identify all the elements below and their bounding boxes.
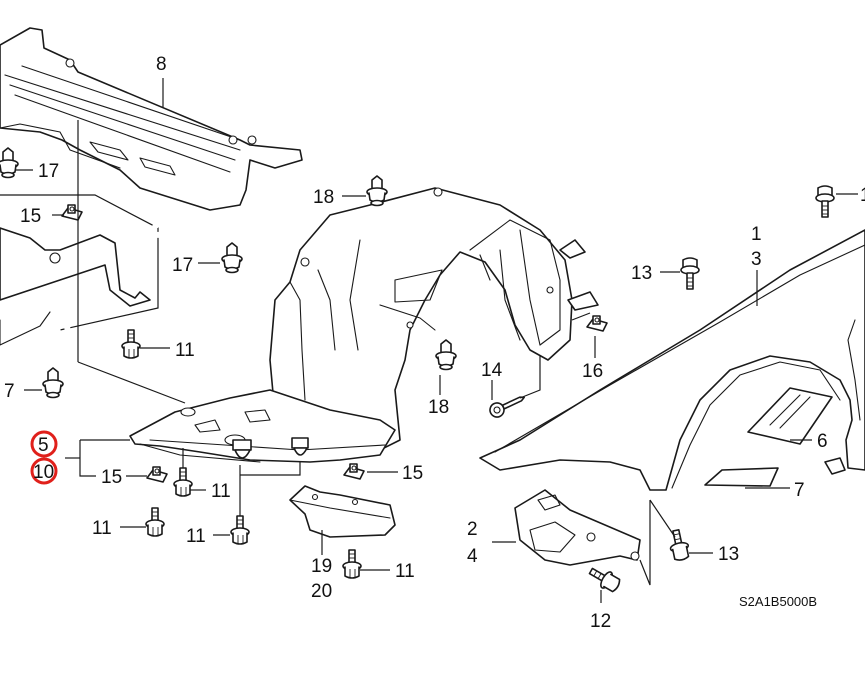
callout-11[interactable]: 11 [92,518,112,539]
callout-20[interactable]: 20 [311,581,332,602]
fastener-clipnut-15c [343,463,365,480]
callout-17[interactable]: 17 [172,255,193,276]
fastener-clip-7a [42,367,64,399]
fastener-bolt-11d [230,515,250,545]
diagram-code: S2A1B5000B [739,594,817,609]
callout-15[interactable]: 15 [402,463,423,484]
inner-fender [269,187,599,451]
callout-3[interactable]: 3 [751,249,762,270]
callout-14[interactable]: 14 [481,360,503,381]
fender-bracket [514,489,641,566]
callout-1[interactable]: 1 [751,224,762,245]
fastener-clipnut-15a [61,204,83,221]
highlight-ring-10 [30,457,58,485]
callout-11[interactable]: 11 [211,481,231,502]
callout-19[interactable]: 19 [311,556,332,577]
callout-10[interactable]: 10 [33,462,54,483]
fastener-clipnut-15b [146,466,168,483]
leader-lines [16,78,858,603]
splash-shield [129,389,396,463]
callout-11[interactable]: 11 [186,526,206,547]
callout-11[interactable]: 11 [175,340,195,361]
callout-13[interactable]: 13 [718,544,739,565]
boundary-line [0,194,159,331]
callout-8[interactable]: 8 [156,54,167,75]
fastener-clip-17a [0,147,19,179]
highlight-ring-5 [30,430,58,458]
left-bracket [0,227,151,346]
callout-5[interactable]: 5 [38,435,49,456]
fastener-bolt-13b [815,185,835,218]
fastener-bolt-11e [342,549,362,579]
callout-13-cut[interactable]: 1 [860,185,865,206]
callout-4[interactable]: 4 [467,546,478,567]
fastener-bolt-13c [669,529,690,561]
callout-18[interactable]: 18 [428,397,449,418]
callout-16[interactable]: 16 [582,361,603,382]
callout-2[interactable]: 2 [467,519,478,540]
callout-17[interactable]: 17 [38,161,59,182]
fastener-clip-18b [435,339,457,371]
insulator-7 [704,467,779,487]
fastener-bolt-11a [121,329,141,359]
insulator-6 [747,387,833,445]
callout-11[interactable]: 11 [395,561,415,582]
callout-15[interactable]: 15 [101,467,122,488]
callout-6[interactable]: 6 [817,431,828,452]
bracket-19 [289,485,396,538]
fastener-bolt-11b [173,467,193,497]
fastener-clip-17b [221,242,243,274]
callout-18[interactable]: 18 [313,187,334,208]
callout-15[interactable]: 15 [20,206,41,227]
front-fender [479,229,865,491]
fastener-bolt-11c [145,507,165,537]
fastener-screw-14 [489,396,525,418]
fastener-clipnut-16 [586,315,608,332]
callout-13[interactable]: 13 [631,263,652,284]
fastener-bolt-12 [588,567,621,593]
callout-7[interactable]: 7 [794,480,805,501]
callout-7[interactable]: 7 [4,381,15,402]
front-under-cover [0,27,303,211]
callout-12[interactable]: 12 [590,611,611,632]
fastener-bolt-13a [680,257,700,290]
